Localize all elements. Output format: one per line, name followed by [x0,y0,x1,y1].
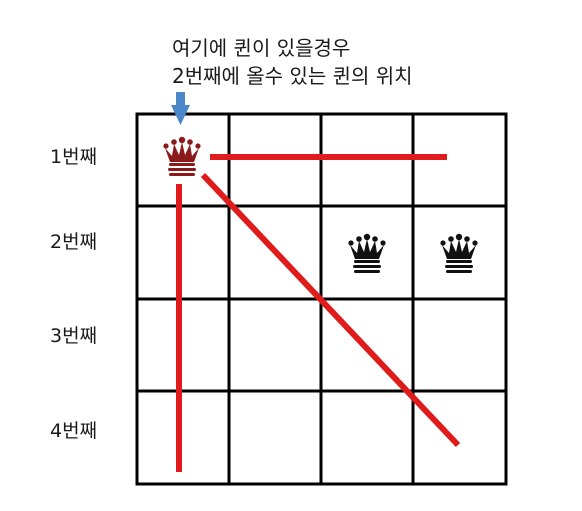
attack-lines [176,154,461,472]
board-grid [135,112,508,486]
row-label-4: 4번째 [50,420,98,442]
row-label-2: 2번째 [50,231,98,253]
caption-line-2: 2번째에 올수 있는 퀸의 위치 [172,64,413,88]
caption-line-1: 여기에 퀸이 있을경우 [172,36,351,60]
row-label-3: 3번째 [50,325,98,347]
attack-line-diagonal [200,172,461,448]
arrow-down-icon [171,92,190,125]
row-label-1: 1번째 [50,146,98,168]
